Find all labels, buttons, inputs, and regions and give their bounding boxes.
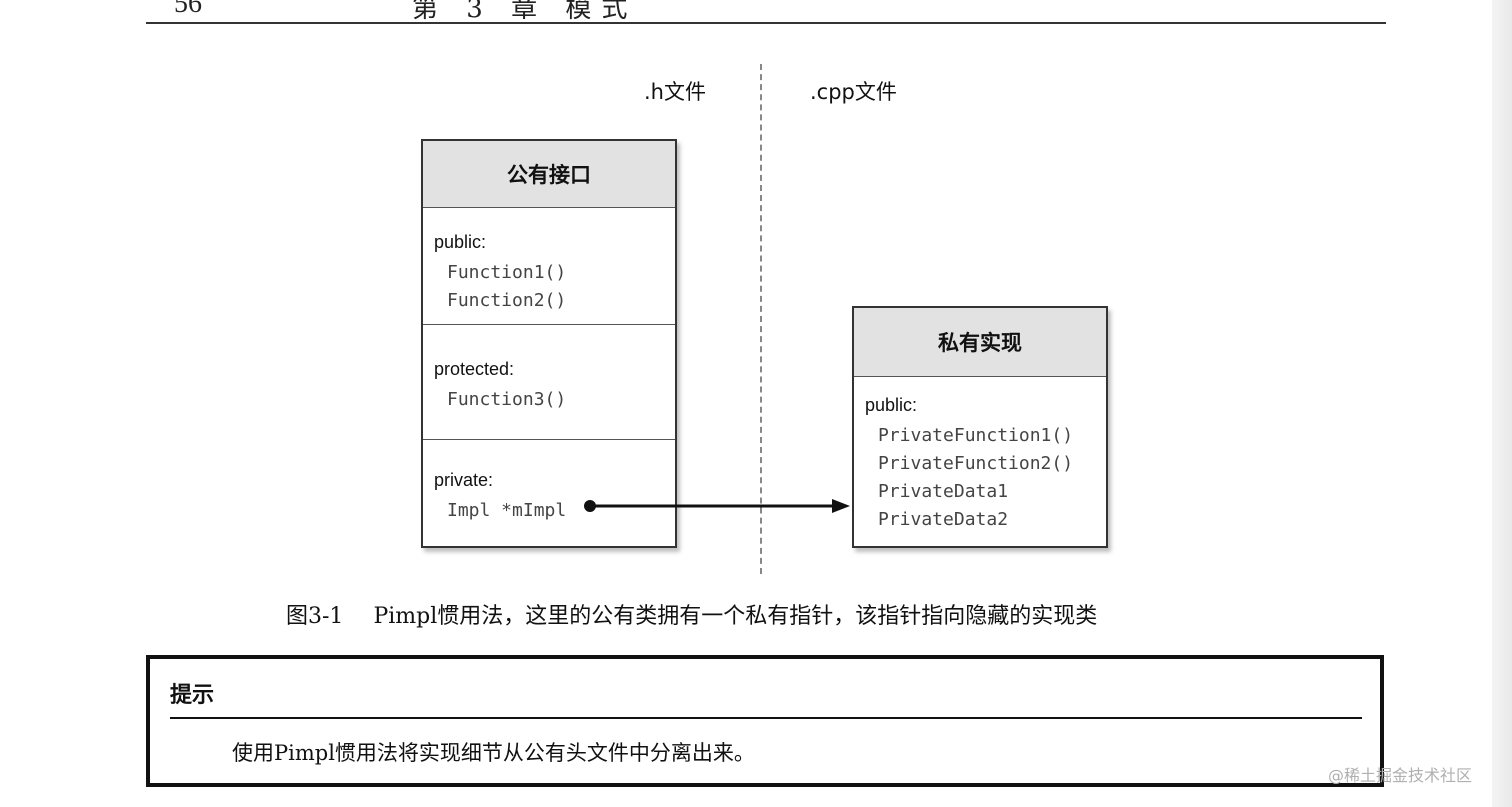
- figure-caption: 图3-1 Pimpl惯用法，这里的公有类拥有一个私有指针，该指针指向隐藏的实现类: [286, 598, 1097, 630]
- member-private-function1: PrivateFunction1(): [878, 425, 1074, 446]
- access-label-protected: protected:: [434, 359, 515, 379]
- page-number: 56: [174, 0, 202, 19]
- member-private-data1: PrivateData1: [878, 481, 1009, 502]
- cpp-file-label: .cpp文件: [810, 80, 897, 104]
- impl-public-section: public: PrivateFunction1() PrivateFuncti…: [854, 377, 1106, 534]
- h-file-label: .h文件: [644, 80, 706, 104]
- member-private-data2: PrivateData2: [878, 509, 1009, 530]
- pointer-arrowhead: [832, 499, 850, 513]
- private-impl-title: 私有实现: [854, 308, 1106, 377]
- private-impl-box: 私有实现 public: PrivateFunction1() PrivateF…: [852, 306, 1108, 548]
- access-label-private: private:: [434, 470, 494, 490]
- public-section: public: Function1() Function2(): [423, 208, 675, 325]
- watermark: @稀土掘金技术社区: [1328, 766, 1473, 785]
- figure-caption-text: Pimpl惯用法，这里的公有类拥有一个私有指针，该指针指向隐藏的实现类: [373, 604, 1098, 629]
- member-function1: Function1(): [447, 262, 567, 283]
- protected-section: protected: Function3(): [423, 325, 675, 440]
- access-label-public: public:: [434, 232, 487, 252]
- private-section: private: Impl *mImpl: [423, 440, 675, 545]
- tip-divider: [170, 717, 1362, 719]
- chapter-title: 第 3 章 模式: [412, 0, 638, 24]
- tip-text: 使用Pimpl惯用法将实现细节从公有头文件中分离出来。: [232, 741, 755, 765]
- access-label-impl-public: public:: [865, 395, 918, 415]
- figure-id: 图3-1: [286, 604, 344, 629]
- public-interface-title: 公有接口: [423, 141, 675, 208]
- file-divider: [760, 64, 762, 574]
- member-function2: Function2(): [447, 290, 567, 311]
- public-interface-box: 公有接口 public: Function1() Function2() pro…: [421, 139, 677, 548]
- member-function3: Function3(): [447, 389, 567, 410]
- page-header: 56 第 3 章 模式: [146, 0, 1386, 24]
- page-edge-shadow: [1492, 0, 1512, 807]
- member-impl-pointer: Impl *mImpl: [447, 500, 567, 521]
- tip-box: 提示 使用Pimpl惯用法将实现细节从公有头文件中分离出来。: [146, 655, 1384, 787]
- tip-title: 提示: [170, 683, 215, 708]
- member-private-function2: PrivateFunction2(): [878, 453, 1074, 474]
